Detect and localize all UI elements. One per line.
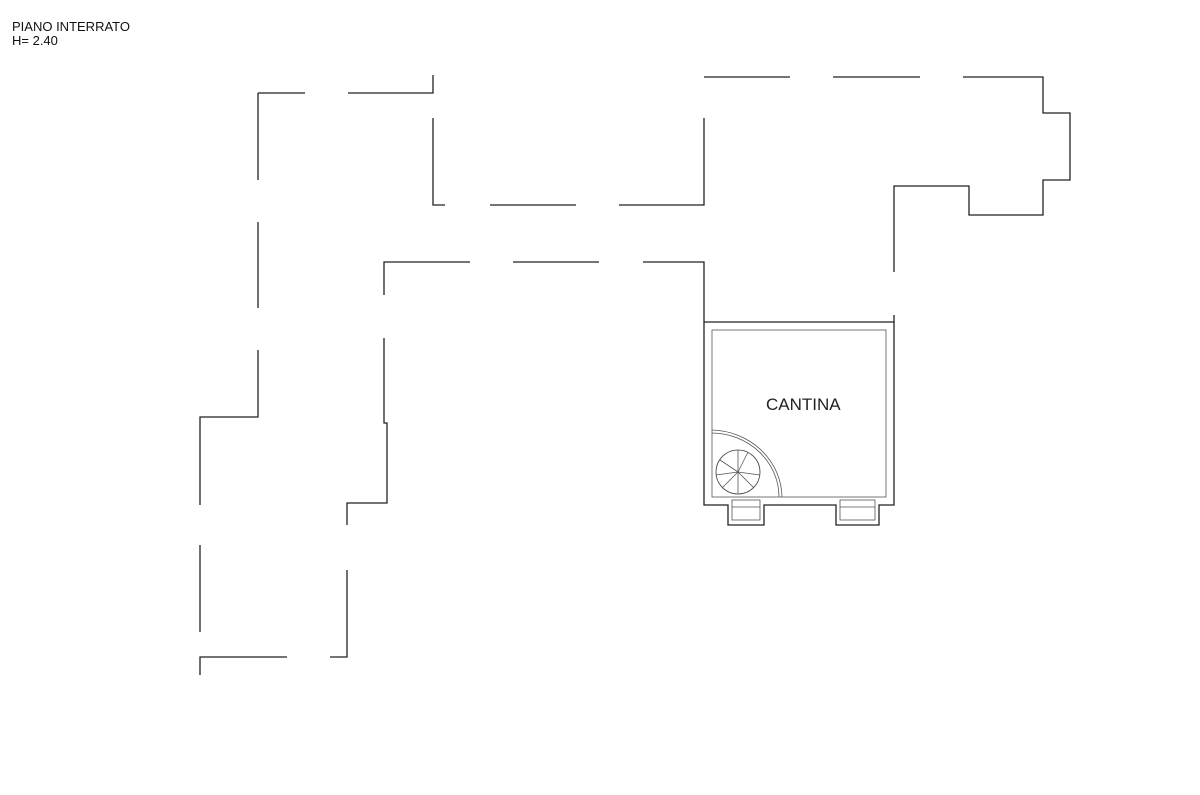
room-label-cantina: CANTINA	[766, 395, 841, 414]
cantina-walls	[703, 315, 895, 526]
building-outline-dashed	[199, 75, 1071, 675]
plan-title: PIANO INTERRATO H= 2.40	[12, 20, 130, 48]
window-icon	[731, 499, 876, 521]
floor-name: PIANO INTERRATO	[12, 19, 130, 34]
floor-height: H= 2.40	[12, 33, 58, 48]
spiral-staircase-icon	[711, 429, 783, 498]
